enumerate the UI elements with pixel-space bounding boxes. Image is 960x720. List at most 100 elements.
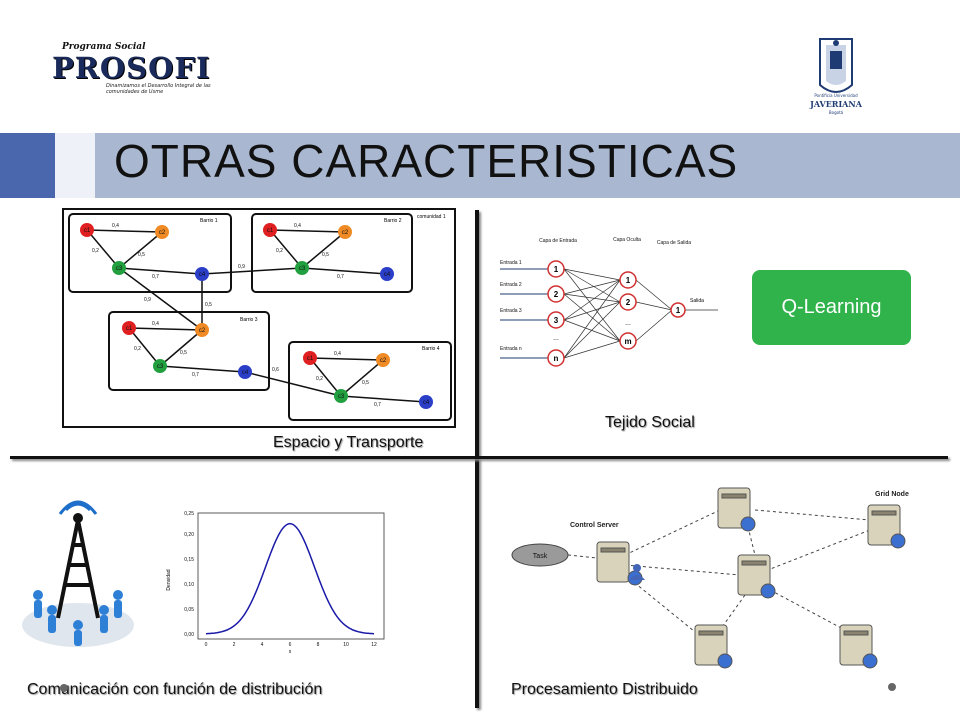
transport-graph: comunidad 1 Barrio 1 Barrio 2 Barrio 3 B… [62, 208, 456, 428]
svg-text:6: 6 [289, 642, 292, 648]
barrio-3-box [108, 311, 270, 391]
svg-text:0,5: 0,5 [205, 302, 212, 308]
svg-text:c2: c2 [342, 230, 349, 236]
svg-text:c2: c2 [199, 328, 206, 334]
svg-text:c1: c1 [307, 356, 314, 362]
server-icon [694, 624, 733, 669]
bullet-dot-left [60, 684, 68, 692]
svg-text:0,7: 0,7 [337, 274, 344, 280]
title-gap-block [55, 133, 95, 198]
tower-illustration [18, 500, 138, 650]
distributed-panel: Task Control Server Grid Node [505, 480, 945, 680]
svg-text:Capa de Salida: Capa de Salida [657, 240, 691, 246]
neural-caption: Tejido Social [605, 414, 695, 431]
svg-text:0,4: 0,4 [334, 351, 341, 357]
distribution-chart: 0,00 0,05 0,10 0,15 0,20 0,25 0 2 4 6 8 … [166, 511, 385, 655]
svg-text:8: 8 [317, 642, 320, 648]
svg-text:3: 3 [554, 316, 559, 325]
svg-text:c1: c1 [267, 228, 274, 234]
density-curve [205, 522, 375, 635]
javeriana-crest-icon [819, 38, 853, 93]
barrio-2-label: Barrio 2 [384, 218, 402, 224]
svg-text:0,2: 0,2 [92, 248, 99, 254]
prosofi-logo: Programa Social PROSOFI Dinamizamos el D… [48, 42, 223, 97]
svg-text:Entrada n: Entrada n [500, 346, 522, 352]
svg-text:c4: c4 [384, 272, 391, 278]
barrio-4-label: Barrio 4 [422, 346, 440, 352]
svg-text:0,2: 0,2 [276, 248, 283, 254]
logo-big-text: PROSOFI [52, 51, 211, 85]
svg-text:Entrada 1: Entrada 1 [500, 260, 522, 266]
svg-text:0,7: 0,7 [152, 274, 159, 280]
svg-text:0,4: 0,4 [112, 223, 119, 229]
svg-text:0,5: 0,5 [180, 350, 187, 356]
input-labels: Entrada 1 Entrada 2 Entrada 3 Entrada n [500, 260, 522, 352]
server-icon [596, 541, 643, 586]
y-ticks: 0,00 0,05 0,10 0,15 0,20 0,25 [184, 511, 194, 638]
input-ellipsis: ... [553, 335, 559, 342]
svg-text:c2: c2 [380, 358, 387, 364]
server-icons [596, 487, 906, 669]
svg-text:c4: c4 [199, 272, 206, 278]
user-icon [629, 564, 645, 580]
svg-text:1: 1 [554, 265, 559, 274]
svg-text:c4: c4 [242, 370, 249, 376]
layer-labels: Capa de Entrada Capa Oculta Capa de Sali… [539, 237, 691, 246]
server-icon [867, 504, 906, 549]
title-accent-block [0, 133, 55, 198]
svg-text:0: 0 [205, 642, 208, 648]
server-icon [737, 554, 776, 599]
output-label: Salida [690, 298, 704, 304]
svg-text:0,4: 0,4 [294, 223, 301, 229]
svg-text:0,6: 0,6 [272, 367, 279, 373]
barrio-3-label: Barrio 3 [240, 317, 258, 323]
control-server-label: Control Server [570, 522, 619, 529]
svg-text:12: 12 [371, 642, 377, 648]
svg-text:2: 2 [554, 290, 559, 299]
page-title: OTRAS CARACTERISTICAS [114, 135, 739, 187]
svg-text:2: 2 [233, 642, 236, 648]
svg-text:0,15: 0,15 [184, 557, 194, 563]
distribution-chart-panel: 0,00 0,05 0,10 0,15 0,20 0,25 0 2 4 6 8 … [160, 505, 390, 655]
grid-network-diagram: Task Control Server Grid Node [511, 487, 909, 669]
svg-text:4: 4 [261, 642, 264, 648]
svg-text:0,5: 0,5 [138, 252, 145, 258]
plot-area [197, 512, 385, 640]
transport-panel: comunidad 1 Barrio 1 Barrio 2 Barrio 3 B… [62, 208, 456, 428]
svg-text:c3: c3 [116, 266, 123, 272]
logo-tagline: Dinamizamos el Desarrollo Integral de la… [106, 83, 211, 95]
svg-text:1: 1 [676, 306, 681, 315]
title-bar [95, 133, 960, 198]
neural-network-diagram: Capa de Entrada Capa Oculta Capa de Sali… [500, 237, 718, 367]
svg-text:0,4: 0,4 [152, 321, 159, 327]
vertical-divider [475, 210, 479, 708]
barrio-4-box [288, 341, 452, 421]
server-icon [717, 487, 756, 532]
svg-text:c3: c3 [338, 394, 345, 400]
svg-text:0,20: 0,20 [184, 532, 194, 538]
transport-caption: Espacio y Transporte [273, 434, 424, 451]
svg-text:0,25: 0,25 [184, 511, 194, 517]
input-arrows [500, 268, 548, 359]
graph-edges [86, 229, 427, 403]
server-icon [839, 624, 878, 669]
svg-text:0,7: 0,7 [374, 402, 381, 408]
logo-small-text: Programa Social [62, 42, 146, 52]
svg-text:0,10: 0,10 [184, 582, 194, 588]
svg-text:0,9: 0,9 [238, 264, 245, 270]
hidden-ellipsis: ... [625, 320, 631, 327]
graph-nodes: c1 c2 c3 c4 c1 c2 c3 c4 c1 c2 c3 c4 c1 c… [80, 223, 433, 409]
barrio-2-box [251, 213, 413, 293]
qlearning-box: Q-Learning [752, 270, 911, 345]
svg-text:10: 10 [343, 642, 349, 648]
svg-text:Capa Oculta: Capa Oculta [613, 237, 641, 243]
svg-text:c3: c3 [299, 266, 306, 272]
distribution-caption: Comunicación con función de distribución [27, 681, 323, 698]
svg-text:0,7: 0,7 [192, 372, 199, 378]
antenna-tower-icon [22, 500, 134, 647]
task-label: Task [533, 553, 548, 560]
javeriana-logo: Pontificia Universidad JAVERIANA Bogotá [806, 35, 866, 120]
svg-text:m: m [624, 337, 631, 346]
javeriana-line2: JAVERIANA [810, 99, 862, 109]
distributed-caption: Procesamiento Distribuido [511, 681, 698, 698]
